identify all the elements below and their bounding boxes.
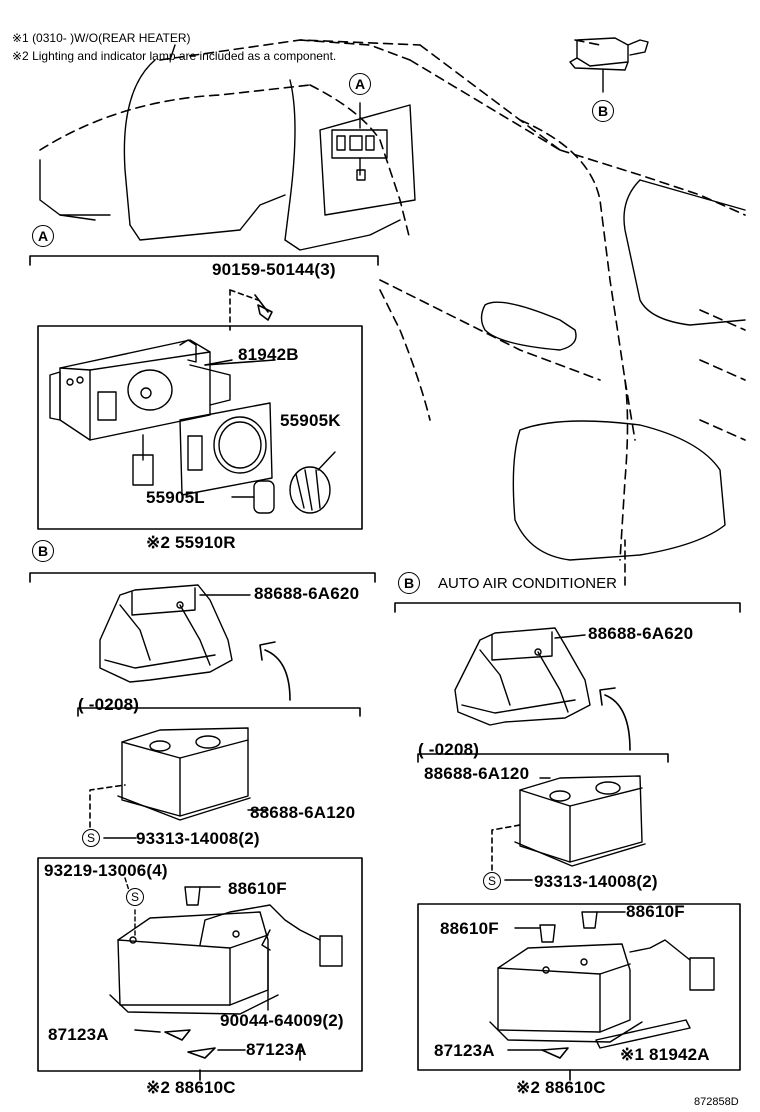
clip-87123A-right (541, 1047, 569, 1059)
part-93313-14008-left[interactable]: 93313-14008(2) (136, 829, 260, 848)
part-87123A-right[interactable]: 87123A (434, 1041, 495, 1060)
part-88610C-left[interactable]: ※2 88610C (146, 1078, 236, 1097)
part-88688-6A120-right[interactable]: 88688-6A120 (424, 764, 530, 783)
callout-b-car: B (592, 100, 614, 122)
part-55905K[interactable]: 55905K (280, 411, 341, 430)
knob-55905K (289, 451, 336, 514)
part-88688-6A620-left[interactable]: 88688-6A620 (254, 584, 360, 603)
screw-90159 (254, 294, 273, 321)
car-box-B (569, 37, 649, 93)
period-bracket-right (417, 753, 669, 763)
car-panel-A (331, 102, 388, 181)
period-0208-left: ( -0208) (78, 695, 140, 714)
lamp-cover-88688-6A120-right (514, 775, 646, 867)
note-2: ※2 Lighting and indicator lamp are inclu… (12, 49, 337, 63)
callout-a-section: A (32, 225, 54, 247)
part-88610C-right[interactable]: ※2 88610C (516, 1078, 606, 1097)
bracket-88688-6A620-right (454, 627, 591, 726)
part-55905L[interactable]: 55905L (146, 488, 205, 507)
button-55905L (231, 480, 275, 514)
vehicle-outline (39, 39, 746, 561)
auto-air-conditioner-title: AUTO AIR CONDITIONER (438, 575, 617, 592)
clip-87123A-2 (187, 1047, 216, 1059)
note-1: ※1 (0310- )W/O(REAR HEATER) (12, 31, 191, 45)
part-87123A-left-2[interactable]: 87123A (246, 1040, 307, 1059)
part-87123A-left-1[interactable]: 87123A (48, 1025, 109, 1044)
section-b-right-bracket (394, 602, 741, 613)
arrow-left (259, 641, 291, 701)
part-88688-6A620-right[interactable]: 88688-6A620 (588, 624, 694, 643)
section-b-left-bracket (29, 572, 376, 583)
arrow-right (599, 687, 631, 751)
panel-81942B (179, 359, 273, 496)
part-90044-64009[interactable]: 90044-64009(2) (220, 1011, 344, 1030)
callout-a-car: A (349, 73, 371, 95)
vehicle-body-solid (39, 44, 746, 561)
callout-s-right: S (483, 872, 501, 890)
part-55910R[interactable]: ※2 55910R (146, 533, 236, 552)
callout-b-section-right: B (398, 572, 420, 594)
section-a-box (37, 325, 363, 530)
room-lamp-88610C-left (109, 877, 343, 1015)
part-88688-6A120-left[interactable]: 88688-6A120 (250, 803, 356, 822)
part-81942A[interactable]: ※1 81942A (620, 1045, 710, 1064)
lamp-cover-88688-6A120-left (117, 727, 269, 821)
part-88610F-right-1[interactable]: 88610F (440, 919, 499, 938)
part-88610F-right-2[interactable]: 88610F (626, 902, 685, 921)
heater-control-unit (49, 339, 231, 486)
callout-s-box-left: S (126, 888, 144, 906)
part-93219-13006[interactable]: 93219-13006(4) (44, 861, 168, 880)
callout-s-left: S (82, 829, 100, 847)
room-lamp-88610C-right (489, 911, 715, 1049)
clip-87123A-1 (164, 1029, 191, 1041)
section-b-right-lamp-box (417, 903, 741, 1071)
part-93313-14008-right[interactable]: 93313-14008(2) (534, 872, 658, 891)
part-88610F-left[interactable]: 88610F (228, 879, 287, 898)
bracket-88688-6A620-left (99, 584, 251, 683)
section-a-bracket (29, 255, 379, 266)
period-bracket-left (77, 707, 361, 717)
part-81942B[interactable]: 81942B (238, 345, 299, 364)
callout-b-section-left: B (32, 540, 54, 562)
period-0208-right: ( -0208) (418, 740, 480, 759)
diagram-code: 872858D (694, 1096, 739, 1108)
part-90159-50144[interactable]: 90159-50144(3) (212, 260, 336, 279)
